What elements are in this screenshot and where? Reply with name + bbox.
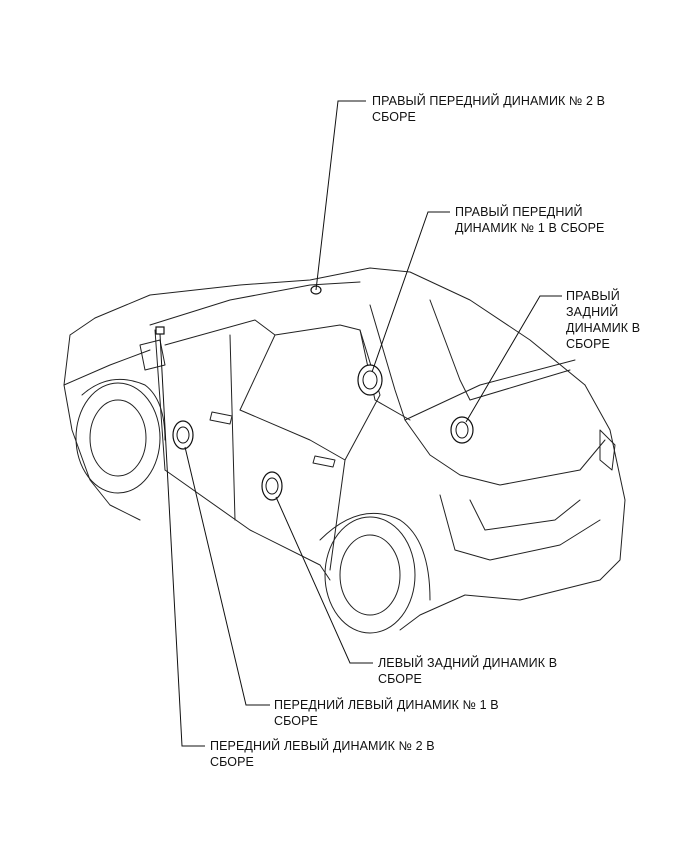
label-front-right-speaker-2: ПРАВЫЙ ПЕРЕДНИЙ ДИНАМИК № 2 В СБОРЕ	[372, 94, 606, 124]
speaker-front-left-2	[155, 326, 165, 335]
leader-rear-right	[465, 295, 562, 423]
speaker-rear-right	[450, 416, 474, 444]
label-front-right-speaker-1: ПРАВЫЙ ПЕРЕДНИЙ ДИНАМИК № 1 В СБОРЕ	[455, 205, 605, 235]
leader-lines	[159, 100, 562, 747]
leader-rear-left	[275, 496, 373, 664]
leader-front-right-1	[371, 211, 450, 373]
leader-front-right-2	[315, 100, 366, 291]
label-rear-left-speaker: ЛЕВЫЙ ЗАДНИЙ ДИНАМИК В СБОРЕ	[378, 656, 558, 686]
label-front-left-speaker-2: ПЕРЕДНИЙ ЛЕВЫЙ ДИНАМИК № 2 В СБОРЕ	[210, 739, 435, 769]
leader-front-left-2	[159, 333, 205, 747]
speaker-front-left-1	[172, 420, 194, 450]
car-body	[63, 267, 626, 634]
label-rear-right-speaker: ПРАВЫЙ ЗАДНИЙ ДИНАМИК В СБОРЕ	[566, 289, 641, 351]
speaker-front-right-1	[357, 364, 383, 396]
label-front-left-speaker-1: ПЕРЕДНИЙ ЛЕВЫЙ ДИНАМИК № 1 В СБОРЕ	[274, 698, 499, 728]
speaker-rear-left	[261, 471, 283, 501]
leader-front-left-1	[184, 446, 270, 706]
